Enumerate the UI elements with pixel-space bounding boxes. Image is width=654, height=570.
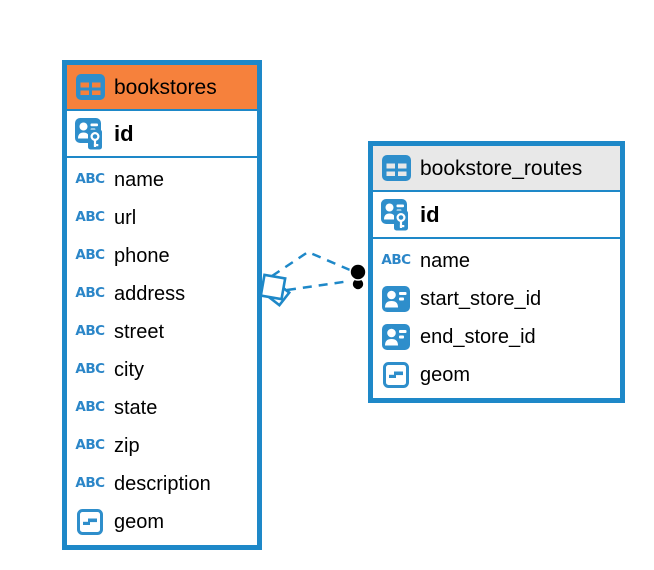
column-label: url xyxy=(114,207,137,229)
column-label: geom xyxy=(420,364,471,386)
relationship-line-lower[interactable] xyxy=(286,279,351,292)
table-title: bookstores xyxy=(114,75,217,99)
column-row-description[interactable]: ABC description xyxy=(67,465,257,503)
table-title: bookstore_routes xyxy=(420,156,583,180)
column-label: description xyxy=(114,473,211,495)
column-label: address xyxy=(114,283,186,305)
columns-list: ABC name start_store_id end_store_id geom xyxy=(373,239,620,398)
column-row-name[interactable]: ABC name xyxy=(373,242,620,280)
table-icon xyxy=(381,155,411,181)
text-type-icon: ABC xyxy=(381,252,411,269)
endpoint-dot[interactable] xyxy=(349,263,367,291)
relationship-lines[interactable] xyxy=(271,250,351,292)
text-type-icon: ABC xyxy=(75,171,105,188)
column-label: name xyxy=(420,250,471,272)
pk-label: id xyxy=(420,201,440,227)
table-bookstore-routes[interactable]: bookstore_routes id ABC name start_store_… xyxy=(368,141,625,403)
pk-row-id[interactable]: id xyxy=(67,111,257,158)
column-label: state xyxy=(114,397,158,419)
column-row-state[interactable]: ABC state xyxy=(67,389,257,427)
column-row-url[interactable]: ABC url xyxy=(67,199,257,237)
column-label: street xyxy=(114,321,165,343)
column-row-city[interactable]: ABC city xyxy=(67,351,257,389)
geometry-type-icon xyxy=(381,362,411,388)
column-label: city xyxy=(114,359,144,381)
column-row-zip[interactable]: ABC zip xyxy=(67,427,257,465)
column-row-geom[interactable]: geom xyxy=(373,356,620,394)
column-label: end_store_id xyxy=(420,326,536,348)
pk-label: id xyxy=(114,120,134,146)
column-label: zip xyxy=(114,435,140,457)
primary-key-icon xyxy=(75,117,105,150)
text-type-icon: ABC xyxy=(75,399,105,416)
column-row-end_store_id[interactable]: end_store_id xyxy=(373,318,620,356)
text-type-icon: ABC xyxy=(75,247,105,264)
text-type-icon: ABC xyxy=(75,285,105,302)
column-label: name xyxy=(114,169,165,191)
column-label: geom xyxy=(114,511,165,533)
table-header-bookstore-routes[interactable]: bookstore_routes xyxy=(373,146,620,192)
table-icon xyxy=(75,74,105,100)
diamond-marker[interactable] xyxy=(259,273,292,308)
column-label: phone xyxy=(114,245,170,267)
primary-key-icon xyxy=(381,198,411,231)
text-type-icon: ABC xyxy=(75,437,105,454)
column-row-start_store_id[interactable]: start_store_id xyxy=(373,280,620,318)
table-header-bookstores[interactable]: bookstores xyxy=(67,65,257,111)
geometry-type-icon xyxy=(75,509,105,535)
reference-type-icon xyxy=(381,286,411,312)
reference-type-icon xyxy=(381,324,411,350)
column-row-address[interactable]: ABC address xyxy=(67,275,257,313)
text-type-icon: ABC xyxy=(75,361,105,378)
column-row-street[interactable]: ABC street xyxy=(67,313,257,351)
column-row-geom[interactable]: geom xyxy=(67,503,257,541)
column-label: start_store_id xyxy=(420,288,542,310)
text-type-icon: ABC xyxy=(75,323,105,340)
column-row-name[interactable]: ABC name xyxy=(67,161,257,199)
pk-row-id[interactable]: id xyxy=(373,192,620,239)
text-type-icon: ABC xyxy=(75,209,105,226)
relationship-line-upper[interactable] xyxy=(271,250,351,278)
column-row-phone[interactable]: ABC phone xyxy=(67,237,257,275)
text-type-icon: ABC xyxy=(75,475,105,492)
